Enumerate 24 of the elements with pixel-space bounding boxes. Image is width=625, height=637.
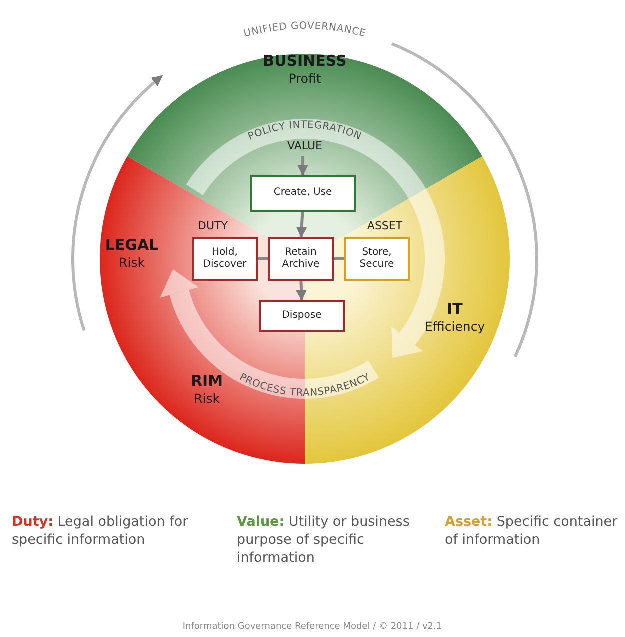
process-box: Create, Use (250, 175, 356, 212)
sector-subtitle: Risk (119, 255, 145, 270)
sector-title: IT (447, 300, 463, 318)
process-box: Retain Archive (268, 237, 334, 281)
node-caption: ASSET (367, 220, 403, 232)
node-caption: VALUE (288, 140, 322, 152)
node-caption: DUTY (198, 220, 228, 232)
definition-text: Asset: Specific container of information (445, 513, 619, 550)
definition-text: Duty: Legal obligation for specific information (12, 513, 190, 550)
sector-title: BUSINESS (263, 52, 347, 70)
arrow (296, 280, 307, 302)
sector-subtitle: Risk (194, 391, 220, 406)
sector-title: RIM (190, 372, 224, 390)
process-box: Dispose (259, 300, 345, 332)
process-box: Store, Secure (344, 237, 410, 281)
sector-subtitle: Efficiency (424, 319, 486, 334)
footer-note: Information Governance Reference Model / © 2011 / v2.1 (182, 622, 442, 632)
arrow (298, 156, 308, 176)
process-box: Hold, Discover (192, 237, 258, 281)
definition-text: Value: Utility or business purpose of specific information (237, 513, 411, 568)
arrow (296, 212, 308, 238)
sector-title: LEGAL (105, 236, 159, 254)
ring-label: UNIFIED GOVERNANCE (242, 20, 368, 40)
sector-subtitle: Profit (288, 71, 322, 86)
